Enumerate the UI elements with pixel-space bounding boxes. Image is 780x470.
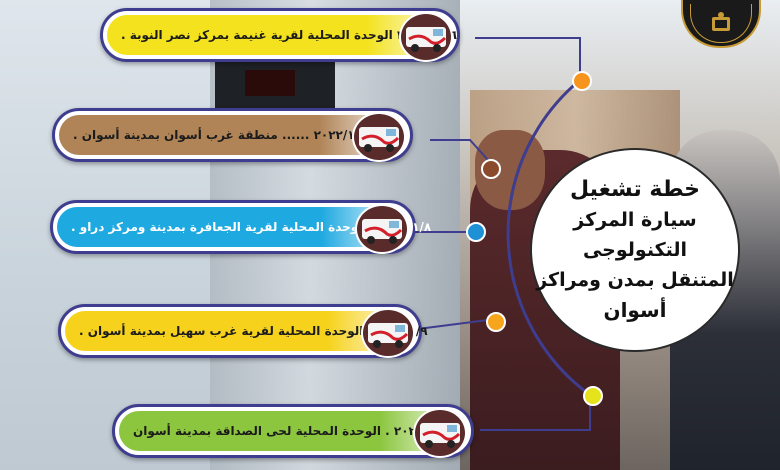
van-icon: [361, 308, 415, 358]
connector-4: [409, 319, 489, 331]
title-line-3: المتنقل بمدن ومراكز: [536, 269, 734, 291]
logo-emblem-icon: [712, 11, 730, 31]
van-icon: [352, 112, 406, 162]
timeline-dot-3: [466, 222, 486, 242]
connector-2: [430, 139, 489, 161]
pill-fill: [65, 311, 415, 351]
van-icon: [399, 12, 453, 62]
connector-5: [480, 402, 591, 431]
timeline-item-2: ٢٠٢٢/١١/٧ ...... منطقة غرب أسوان بمدينة …: [52, 108, 413, 162]
pill-fill: [59, 115, 406, 155]
title-line-1: خطة تشغيل: [570, 177, 700, 202]
van-icon: [413, 408, 467, 458]
title-line-4: أسوان: [603, 298, 667, 322]
timeline-dot-1: [572, 71, 592, 91]
timeline-item-text: ٢٠٢٢/١١/٦ الوحدة المحلية لقرية غنيمة بمر…: [121, 28, 457, 42]
timeline-item-5: ٢٠٢٢/١١/١٠ . الوحدة المحلية لحى الصداقة …: [112, 404, 474, 458]
van-icon: [355, 204, 409, 254]
plan-title-circle: خطة تشغيل سيارة المركز التكنولوجى المتنق…: [530, 148, 740, 352]
timeline-arc: [506, 78, 591, 397]
pill-fill: [57, 207, 409, 247]
bg-led-display: [245, 70, 295, 96]
timeline-dot-4: [486, 312, 506, 332]
timeline-dot-2: [481, 159, 501, 179]
timeline-item-text: ٢٠٢٢/١١/١٠ . الوحدة المحلية لحى الصداقة …: [133, 424, 461, 438]
title-line-2: سيارة المركز التكنولوجى: [573, 209, 697, 261]
timeline-dot-5: [583, 386, 603, 406]
timeline-item-3: ٢٠٢٢/١١/٨ الوحدة المحلية لقرية الجعافرة …: [50, 200, 431, 254]
pill-fill: [107, 15, 453, 55]
timeline-item-text: ٢٠٢٢/١١/٩ الوحدة المحلية لقرية غرب سهيل …: [79, 324, 428, 338]
connector-1: [475, 37, 581, 72]
timeline-item-text: ٢٠٢٢/١١/٨ الوحدة المحلية لقرية الجعافرة …: [71, 220, 431, 234]
timeline-item-1: ٢٠٢٢/١١/٦ الوحدة المحلية لقرية غنيمة بمر…: [100, 8, 460, 62]
pill-fill: [119, 411, 467, 451]
timeline-item-4: ٢٠٢٢/١١/٩ الوحدة المحلية لقرية غرب سهيل …: [58, 304, 428, 358]
timeline-item-text: ٢٠٢٢/١١/٧ ...... منطقة غرب أسوان بمدينة …: [73, 128, 374, 142]
